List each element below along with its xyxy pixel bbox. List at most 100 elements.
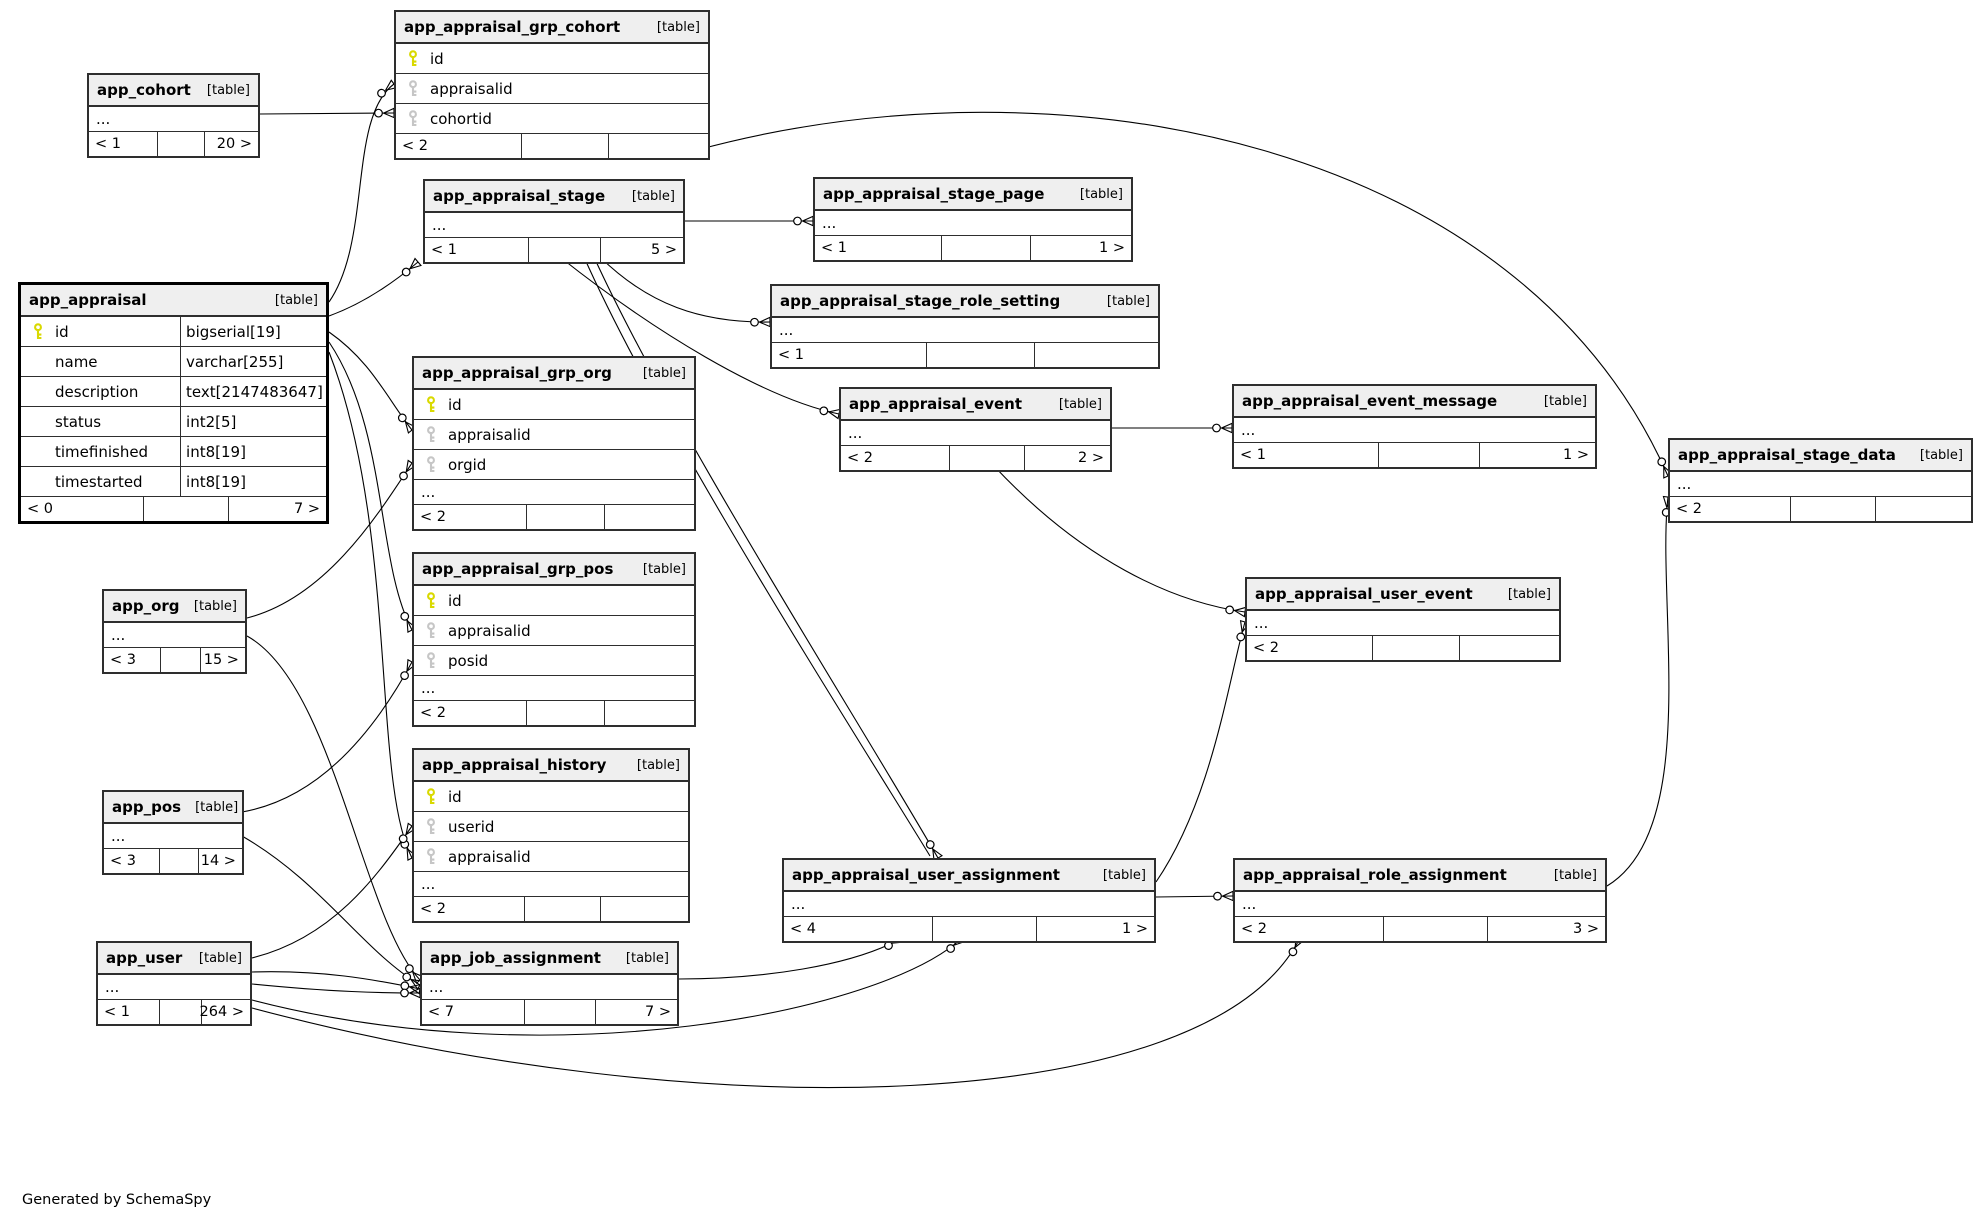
table-header[interactable]: app_appraisal_grp_pos[table] <box>414 554 694 586</box>
table-tag: [table] <box>195 799 239 815</box>
table-app_appraisal_stage_data[interactable]: app_appraisal_stage_data[table]... < 2 <box>1668 438 1973 523</box>
table-degree-footer: < 2 <box>414 701 694 725</box>
degree-left: < 1 <box>1240 447 1266 463</box>
column-name: cohortid <box>430 109 492 128</box>
table-header[interactable]: app_appraisal_user_assignment[table] <box>784 860 1154 892</box>
degree-right: 264 > <box>200 1000 250 1024</box>
table-tag: [table] <box>1079 186 1123 202</box>
foreign-key-icon <box>426 455 435 472</box>
degree-left: < 2 <box>1253 640 1279 656</box>
table-header[interactable]: app_appraisal_user_event[table] <box>1247 579 1559 611</box>
column-row-appraisalid: appraisalid <box>396 74 708 104</box>
column-type: bigserial[19] <box>180 317 326 346</box>
degree-right: 1 > <box>1479 443 1595 467</box>
table-header[interactable]: app_appraisal_event[table] <box>841 389 1110 421</box>
table-header[interactable]: app_appraisal [table] <box>21 285 326 317</box>
degree-right <box>1459 636 1559 660</box>
degree-middle <box>520 134 608 158</box>
table-tag: [table] <box>1102 867 1146 883</box>
degree-right: 20 > <box>203 132 258 156</box>
table-header[interactable]: app_appraisal_grp_cohort[table] <box>396 12 708 44</box>
degree-right: 1 > <box>1029 236 1131 260</box>
table-header[interactable]: app_user[table] <box>98 943 250 975</box>
table-app_appraisal_user_assignment[interactable]: app_appraisal_user_assignment[table]...<… <box>782 858 1156 943</box>
table-app_appraisal_stage_role_setting[interactable]: app_appraisal_stage_role_setting[table].… <box>770 284 1160 369</box>
degree-right: 5 > <box>600 238 683 262</box>
table-header[interactable]: app_appraisal_stage[table] <box>425 181 683 213</box>
ellipsis-row: ... <box>104 824 242 849</box>
foreign-key-icon <box>426 847 435 864</box>
ellipsis-row: ... <box>841 421 1110 446</box>
ellipsis-row: ... <box>414 872 688 897</box>
table-app_appraisal_user_event[interactable]: app_appraisal_user_event[table]... < 2 <box>1245 577 1561 662</box>
degree-middle <box>528 238 600 262</box>
column-row-id: id <box>414 390 694 420</box>
degree-left: < 2 <box>847 450 873 466</box>
table-name: app_appraisal_stage_page <box>823 185 1045 203</box>
table-header[interactable]: app_appraisal_history[table] <box>414 750 688 782</box>
degree-right <box>1874 497 1971 521</box>
table-header[interactable]: app_job_assignment[table] <box>422 943 677 975</box>
table-app_appraisal_grp_org[interactable]: app_appraisal_grp_org[table]id appraisali… <box>412 356 696 531</box>
column-row-cohortid: cohortid <box>396 104 708 134</box>
table-name: app_appraisal <box>29 291 147 309</box>
foreign-key-icon <box>426 621 435 638</box>
table-tag: [table] <box>1543 393 1587 409</box>
column-name: userid <box>448 817 495 836</box>
degree-left: < 3 <box>110 853 136 869</box>
degree-middle <box>159 849 198 873</box>
table-app_appraisal_role_assignment[interactable]: app_appraisal_role_assignment[table]...<… <box>1233 858 1607 943</box>
table-header[interactable]: app_appraisal_role_assignment[table] <box>1235 860 1605 892</box>
column-name: orgid <box>448 455 487 474</box>
degree-right <box>604 505 694 529</box>
column-name: appraisalid <box>448 425 531 444</box>
column-row-id: id <box>396 44 708 74</box>
table-header[interactable]: app_appraisal_stage_page [table] <box>815 179 1131 211</box>
column-row-posid: posid <box>414 646 694 676</box>
degree-left: < 7 <box>428 1004 454 1020</box>
table-header[interactable]: app_appraisal_stage_role_setting[table] <box>772 286 1158 318</box>
table-header[interactable]: app_appraisal_event_message[table] <box>1234 386 1595 418</box>
degree-left: < 1 <box>431 242 457 258</box>
table-header[interactable]: app_appraisal_stage_data[table] <box>1670 440 1971 472</box>
degree-left: < 2 <box>1676 501 1702 517</box>
table-tag: [table] <box>625 950 669 966</box>
column-type: int8[19] <box>180 467 326 496</box>
table-header[interactable]: app_pos[table] <box>104 792 242 824</box>
ellipsis-row: ... <box>1670 472 1971 497</box>
table-app_appraisal_grp_cohort[interactable]: app_appraisal_grp_cohort[table]id apprais… <box>394 10 710 160</box>
table-tag: [table] <box>274 292 318 308</box>
table-header[interactable]: app_appraisal_grp_org[table] <box>414 358 694 390</box>
table-app_appraisal_event_message[interactable]: app_appraisal_event_message[table]...< 1… <box>1232 384 1597 469</box>
ellipsis-row: ... <box>1247 611 1559 636</box>
column-name: id <box>430 49 444 68</box>
degree-left: < 2 <box>402 138 428 154</box>
degree-middle <box>158 1000 202 1024</box>
degree-right <box>600 897 688 921</box>
table-header[interactable]: app_cohort[table] <box>89 75 258 107</box>
table-header[interactable]: app_org[table] <box>104 591 245 623</box>
degree-right: 1 > <box>1035 917 1154 941</box>
column-row-appraisalid: appraisalid <box>414 842 688 872</box>
primary-key-icon <box>426 395 435 412</box>
ellipsis-row: ... <box>89 107 258 132</box>
foreign-key-icon <box>426 425 435 442</box>
